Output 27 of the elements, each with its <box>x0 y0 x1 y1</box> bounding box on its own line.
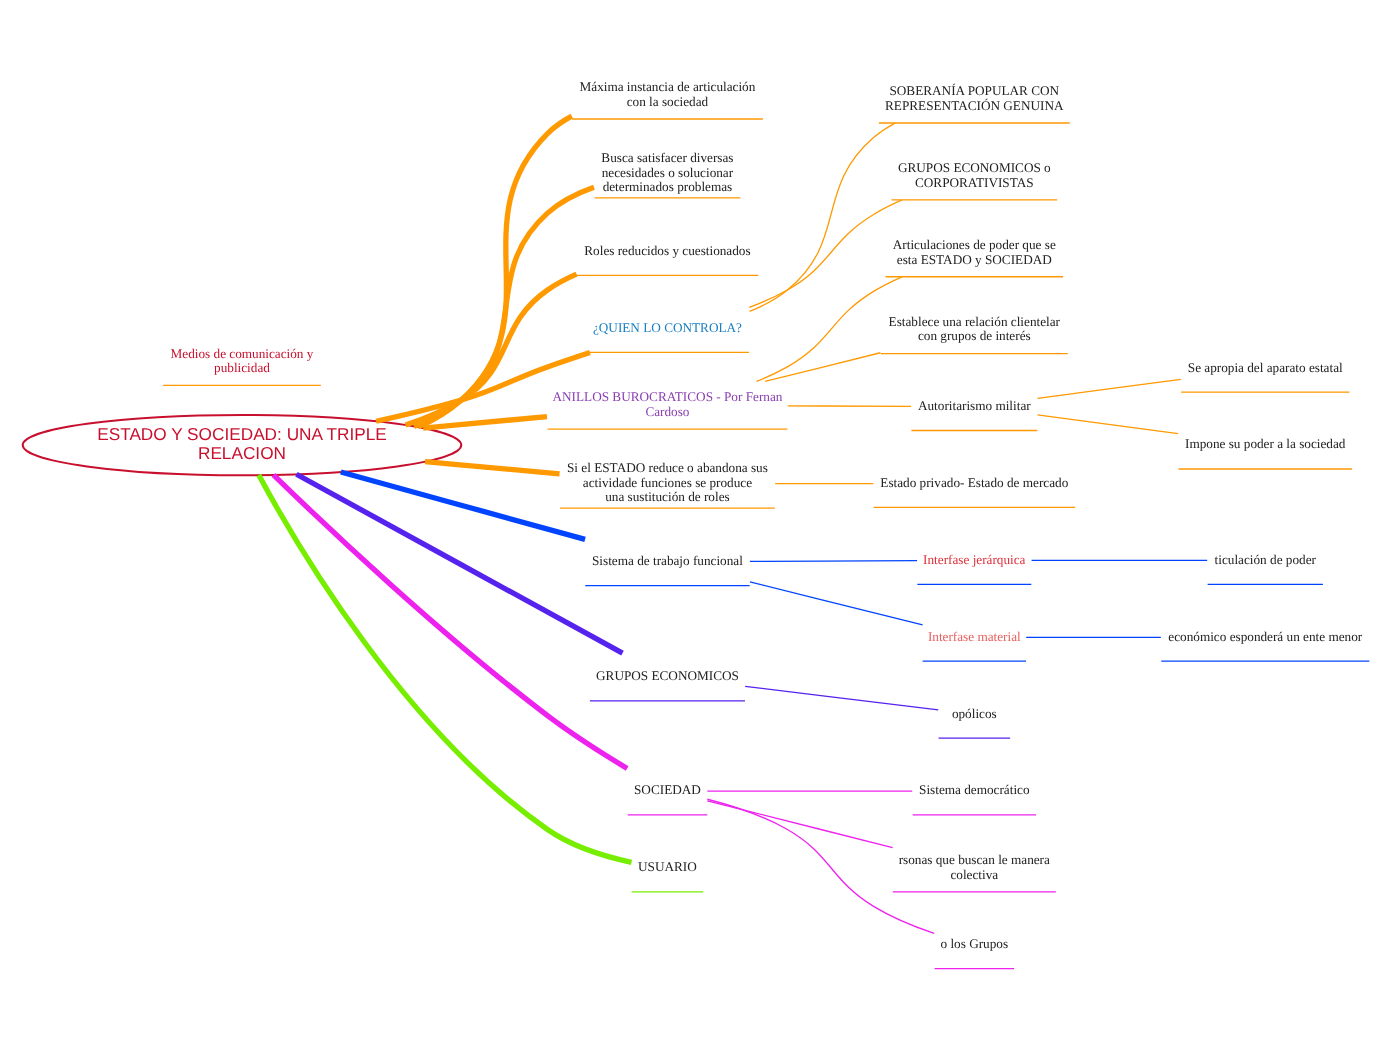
connector <box>1025 636 1162 638</box>
connector <box>340 469 586 542</box>
connector <box>413 184 595 429</box>
node-ellipse: ESTADO Y SOCIEDAD: UNA TRIPLE RELACION <box>21 413 463 477</box>
connector <box>748 199 903 308</box>
connector <box>756 276 903 383</box>
connector <box>749 560 918 563</box>
connector <box>744 685 939 711</box>
connector <box>774 482 874 485</box>
connector <box>423 413 548 431</box>
connector <box>256 473 633 865</box>
connector <box>417 113 574 430</box>
connector <box>1036 414 1179 435</box>
connector <box>295 471 624 656</box>
connector <box>424 459 560 477</box>
connector <box>375 349 591 424</box>
connector <box>271 472 629 771</box>
connector <box>787 405 912 408</box>
connector <box>706 798 935 935</box>
connector <box>706 800 894 849</box>
connector <box>748 122 896 312</box>
connector <box>764 352 882 383</box>
connector <box>404 271 578 428</box>
connector <box>1036 378 1182 400</box>
connector <box>706 790 913 792</box>
connector <box>749 581 924 626</box>
connector <box>1030 559 1208 562</box>
